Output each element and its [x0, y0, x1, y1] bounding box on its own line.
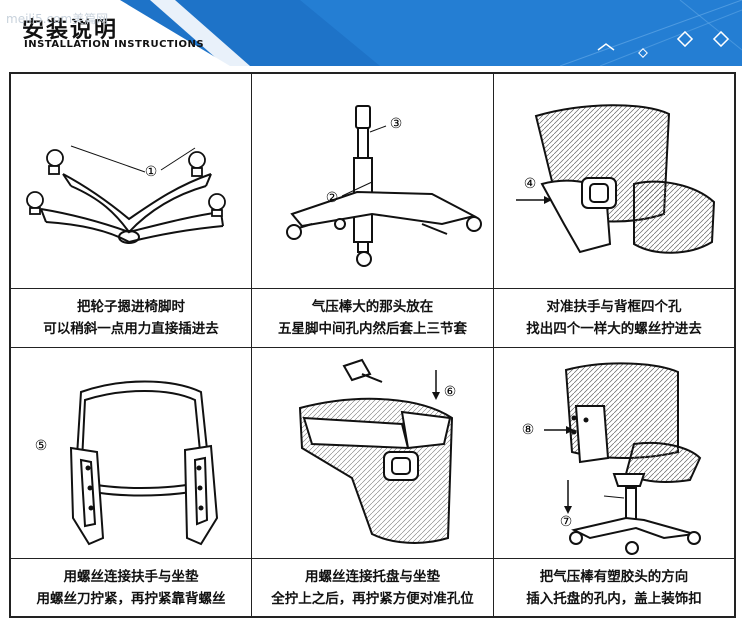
step-3-caption: 对准扶手与背框四个孔 找出四个一样大的螺丝拧进去	[493, 288, 735, 348]
step-2-marker-a: ②	[326, 190, 339, 206]
step-5-caption: 用螺丝连接托盘与坐垫 全拧上之后，再拧紧方便对准孔位	[251, 558, 494, 617]
step-5-illustration: ⑥	[251, 347, 494, 559]
step-2-marker-b: ③	[390, 116, 403, 132]
step-2-caption-line-2: 五星脚中间孔内然后套上三节套	[278, 321, 467, 337]
step-4-caption: 用螺丝连接扶手与坐垫 用螺丝刀拧紧，再拧紧靠背螺丝	[10, 558, 252, 617]
step-6-caption-line-2: 插入托盘的孔内，盖上装饰扣	[526, 590, 702, 607]
step-5-caption-line-2: 全拧上之后，再拧紧方便对准孔位	[271, 590, 474, 607]
step-6-caption-line-1: 把气压棒有塑胶头的方向	[539, 568, 689, 585]
step-4-caption-line-2: 用螺丝刀拧紧，再拧紧靠背螺丝	[36, 590, 226, 607]
step-1-caption: 把轮子摁进椅脚时 可以稍斜一点用力直接插进去	[10, 288, 252, 348]
caster-base-drawing: ①	[26, 145, 226, 244]
step-6-illustration: ⑧ ⑦	[493, 347, 735, 559]
step-4-marker: ⑤	[35, 438, 48, 454]
page-title: 安装说明	[22, 18, 119, 43]
full-chair-drawing: ⑧ ⑦	[522, 362, 702, 555]
step-6-marker-a: ⑧	[522, 422, 535, 438]
step-1-caption-line-2: 可以稍斜一点用力直接插进去	[43, 321, 219, 337]
step-3-caption-line-2: 找出四个一样大的螺丝拧进去	[526, 321, 702, 337]
gas-lift-base-drawing: ② ③	[286, 105, 482, 267]
backrest-armrest-drawing: ④	[516, 104, 716, 254]
step-3-caption-line-1: 对准扶手与背框四个孔	[546, 299, 682, 315]
watermark-text: meili5.com美篇网	[6, 12, 109, 26]
step-2-illustration: ② ③	[251, 73, 494, 289]
header-banner-graphic	[120, 0, 742, 66]
step-1-illustration: ①	[10, 73, 252, 289]
step-3-marker: ④	[524, 176, 537, 192]
step-6-caption: 把气压棒有塑胶头的方向 插入托盘的孔内，盖上装饰扣	[493, 558, 735, 617]
armrest-seat-drawing: ⑤	[35, 380, 219, 546]
step-4-illustration: ⑤	[10, 347, 252, 559]
step-1-marker: ①	[145, 164, 158, 180]
step-5-caption-line-1: 用螺丝连接托盘与坐垫	[305, 568, 440, 585]
step-4-caption-line-1: 用螺丝连接扶手与坐垫	[63, 568, 199, 585]
step-6-marker-b: ⑦	[560, 514, 573, 530]
seat-tray-drawing: ⑥	[298, 358, 457, 544]
instruction-grid: ① ② ③	[9, 72, 736, 618]
page-subtitle: INSTALLATION INSTRUCTIONS	[24, 39, 205, 50]
step-5-marker: ⑥	[444, 384, 457, 400]
step-3-illustration: ④	[493, 73, 735, 289]
page-header: 安装说明 meili5.com美篇网 INSTALLATION INSTRUCT…	[0, 0, 742, 66]
step-2-caption-line-1: 气压棒大的那头放在	[311, 299, 434, 315]
step-1-caption-line-1: 把轮子摁进椅脚时	[77, 299, 185, 315]
step-2-caption: 气压棒大的那头放在 五星脚中间孔内然后套上三节套	[251, 288, 494, 348]
